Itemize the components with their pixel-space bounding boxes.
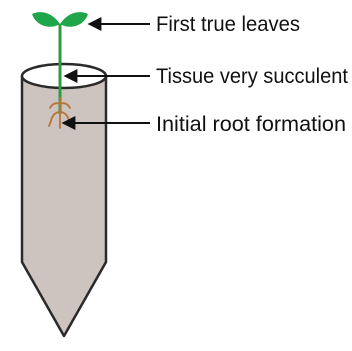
right-leaf bbox=[60, 12, 88, 27]
label-initial-root-formation: Initial root formation bbox=[156, 113, 346, 136]
label-first-true-leaves: First true leaves bbox=[156, 13, 300, 36]
label-tissue-succulent: Tissue very succulent bbox=[156, 65, 348, 88]
left-leaf bbox=[32, 12, 60, 27]
test-tube bbox=[22, 76, 106, 336]
